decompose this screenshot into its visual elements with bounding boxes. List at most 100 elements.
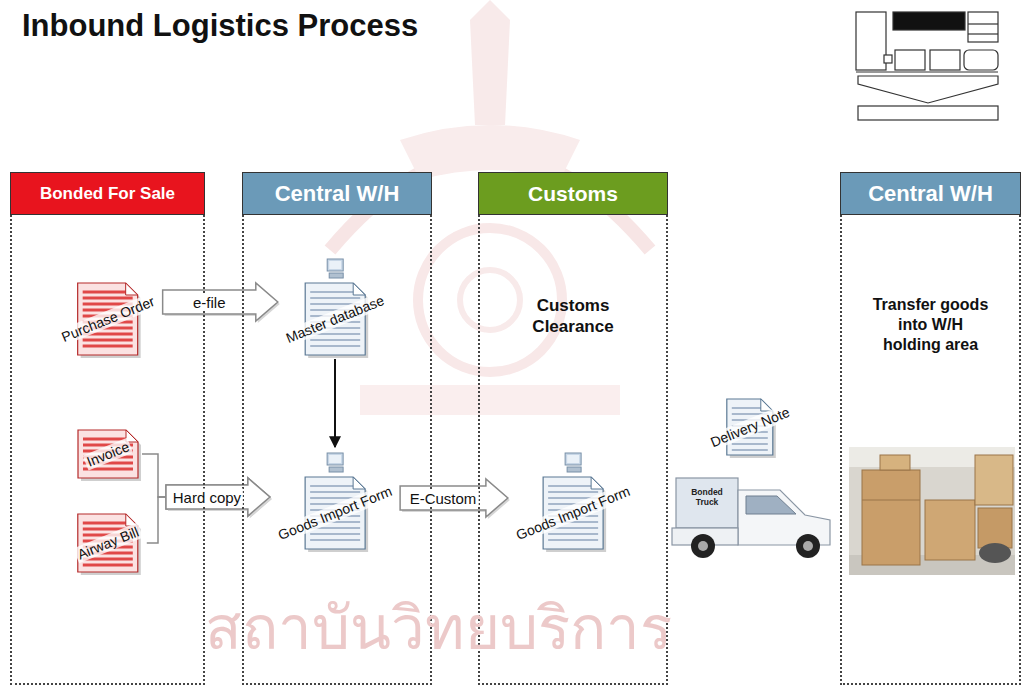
flow-arrow bbox=[147, 478, 272, 543]
arrow-label: e-file bbox=[191, 294, 228, 311]
goods-photo bbox=[849, 447, 1015, 575]
layout-icon bbox=[856, 71, 998, 72]
computer-icon bbox=[567, 467, 581, 472]
layout-icon bbox=[856, 12, 886, 70]
document-shape bbox=[310, 297, 360, 299]
swimlane-column: Goods Import Form CustomsCustoms Clearanc… bbox=[478, 172, 668, 685]
computer-icon bbox=[565, 453, 581, 465]
document-icon: Goods Import Form bbox=[508, 448, 638, 553]
lane-header: Central W/H bbox=[840, 172, 1021, 215]
computer-icon bbox=[329, 261, 341, 269]
document-icon: Master database bbox=[278, 254, 392, 359]
computer-icon bbox=[329, 273, 343, 278]
document-shape bbox=[548, 491, 598, 493]
goods-photo bbox=[975, 455, 1013, 505]
document-icon: Airway Bill bbox=[69, 510, 147, 576]
block-arrow bbox=[166, 478, 270, 516]
layout-icon bbox=[893, 12, 965, 30]
thin-arrow bbox=[334, 359, 336, 447]
computer-icon bbox=[327, 453, 343, 465]
document-shape bbox=[548, 533, 598, 535]
computer-icon bbox=[327, 259, 343, 271]
layout-icon bbox=[964, 50, 998, 70]
swimlane-column: Master databaseGoods Import Form Central … bbox=[242, 172, 432, 685]
layout-icon bbox=[856, 12, 998, 120]
truck-picture bbox=[803, 541, 813, 551]
layout-icon bbox=[895, 50, 925, 70]
feeder-line bbox=[147, 497, 166, 543]
goods-photo bbox=[880, 455, 910, 470]
layout-icon bbox=[884, 55, 892, 63]
document-shape bbox=[78, 430, 141, 481]
lane-note: Customs Clearance bbox=[498, 295, 648, 338]
layout-icon bbox=[968, 12, 998, 42]
flow-arrow bbox=[163, 283, 280, 323]
document-shape bbox=[732, 449, 768, 451]
document-shape bbox=[83, 564, 133, 567]
lane-note: Transfer goods into W/H holding area bbox=[870, 295, 992, 355]
document-shape bbox=[126, 283, 138, 295]
document-shape bbox=[310, 491, 360, 493]
arrow-label: Hard copy bbox=[171, 489, 243, 506]
swimlane-column: Central W/H Transfer goods into W/H holdi… bbox=[840, 172, 1021, 685]
document-icon: Invoice bbox=[74, 426, 142, 482]
lane-header: Bonded For Sale bbox=[10, 172, 205, 215]
goods-photo bbox=[849, 447, 1015, 575]
document-shape bbox=[78, 430, 138, 478]
layout-icon bbox=[968, 23, 998, 24]
document-shape bbox=[310, 345, 360, 347]
document-shape bbox=[732, 443, 768, 445]
truck-picture bbox=[738, 490, 830, 545]
block-arrow bbox=[400, 479, 508, 517]
goods-photo bbox=[979, 543, 1011, 563]
truck-picture bbox=[691, 534, 715, 558]
document-shape bbox=[310, 339, 360, 341]
layout-icon bbox=[858, 76, 998, 103]
document-icon: Purchase Order bbox=[53, 279, 162, 359]
layout-icon bbox=[930, 50, 960, 70]
computer-icon bbox=[567, 455, 579, 463]
lane-header: Central W/H bbox=[242, 172, 432, 215]
block-arrow bbox=[163, 283, 278, 321]
layout-icon bbox=[968, 33, 998, 34]
goods-photo bbox=[978, 508, 1012, 548]
document-icon: Goods Import Form bbox=[270, 448, 400, 553]
layout-icon bbox=[858, 106, 998, 120]
computer-icon bbox=[329, 467, 343, 472]
goods-photo bbox=[862, 470, 920, 565]
swimlane-column: Purchase OrderInvoiceAirway Bill Bonded F… bbox=[10, 172, 205, 685]
emblem-watermark bbox=[360, 385, 620, 415]
truck-picture bbox=[746, 496, 796, 514]
document-shape bbox=[83, 345, 133, 348]
computer-icon bbox=[327, 259, 343, 278]
document-shape bbox=[310, 539, 360, 541]
arrow-label: E-Custom bbox=[408, 490, 479, 507]
document-icon: Delivery Note bbox=[702, 395, 798, 459]
vehicle-label: Bonded Truck bbox=[685, 487, 729, 507]
truck-picture bbox=[796, 534, 820, 558]
flow-arrow bbox=[142, 454, 272, 518]
diagram-title: Inbound Logistics Process bbox=[22, 8, 418, 44]
lane-header: Customs bbox=[478, 172, 668, 215]
document-shape bbox=[83, 297, 133, 300]
document-shape bbox=[548, 539, 598, 541]
truck-picture bbox=[698, 541, 708, 551]
computer-icon bbox=[329, 455, 341, 463]
document-shape bbox=[353, 283, 365, 295]
truck-picture bbox=[672, 478, 830, 558]
document-shape bbox=[83, 339, 133, 342]
document-shape bbox=[591, 477, 603, 489]
document-shape bbox=[353, 477, 365, 489]
computer-icon bbox=[565, 453, 581, 472]
truck-picture bbox=[676, 478, 738, 528]
emblem-watermark bbox=[460, 270, 520, 330]
flow-arrow bbox=[400, 479, 510, 519]
watermark-text: สถาบันวิทยบริการ bbox=[205, 580, 672, 675]
feeder-line bbox=[142, 454, 166, 497]
goods-photo bbox=[862, 500, 920, 501]
computer-icon bbox=[327, 453, 343, 472]
